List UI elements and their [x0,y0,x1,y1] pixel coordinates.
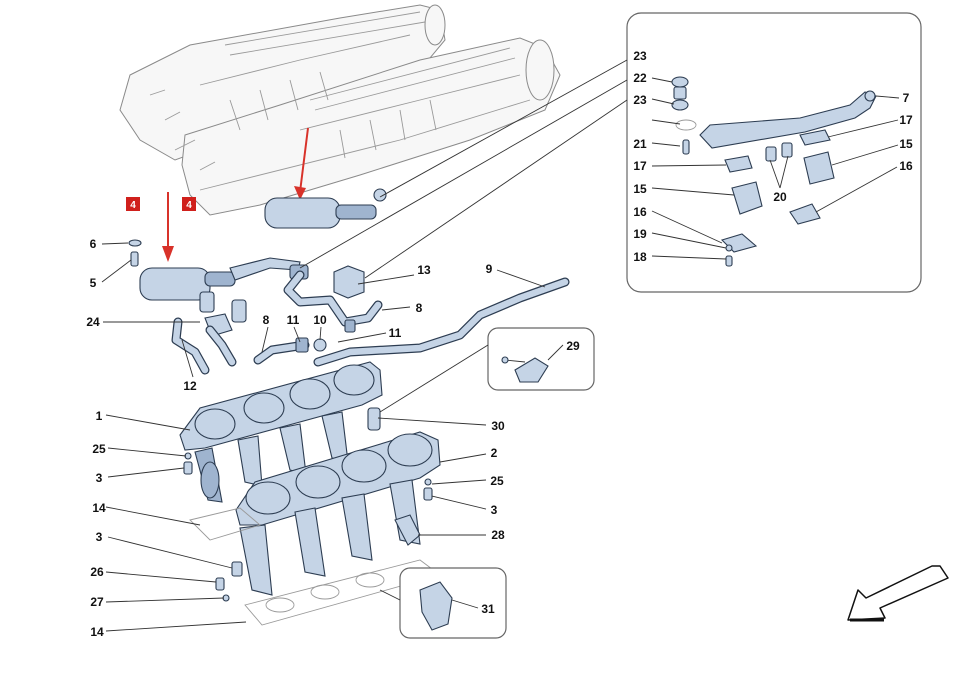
inset-box-31 [399,567,507,639]
callout-19: 19 [633,227,647,241]
callout-24: 24 [86,315,100,329]
marker-4b-label: 4 [186,200,192,211]
callout-15a: 15 [633,182,647,196]
callout-20: 20 [773,190,787,204]
detail-box [626,12,922,293]
callout-labels: 6 5 24 12 8 11 10 11 8 13 9 29 1 25 3 14… [86,49,913,639]
leader-lines [101,59,900,632]
callout-31: 31 [481,602,495,616]
inset-box-29 [487,327,595,391]
intake-manifold-upper [179,361,383,503]
callout-23a: 23 [633,49,647,63]
callout-13: 13 [417,263,431,277]
callout-23b: 23 [633,93,647,107]
red-indicator-arrows [162,127,309,262]
marker-4b: 4 [182,197,196,211]
callout-8b: 8 [416,301,423,315]
marker-4a: 4 [126,197,140,211]
callout-16b: 16 [899,159,913,173]
callout-14b: 14 [90,625,104,639]
callout-2: 2 [491,446,498,460]
callout-3a: 3 [96,471,103,485]
direction-arrow-icon [847,565,949,622]
callout-9: 9 [486,262,493,276]
marker-4a-label: 4 [130,200,136,211]
callout-11a: 11 [287,313,300,327]
callout-17b: 17 [899,113,913,127]
callout-8a: 8 [263,313,270,327]
hose-set [171,270,570,375]
callout-18: 18 [633,250,647,264]
callout-14a: 14 [92,501,106,515]
callout-21: 21 [633,137,647,151]
callout-11b: 11 [389,326,402,340]
engine-cover-ghost [119,4,561,216]
callout-25b: 25 [490,474,504,488]
callout-3b: 3 [96,530,103,544]
callout-25a: 25 [92,442,106,456]
callout-28: 28 [491,528,505,542]
callout-16a: 16 [633,205,647,219]
intake-manifold-lower [235,431,441,596]
small-fixings [183,407,433,602]
callout-10: 10 [313,313,327,327]
callout-7: 7 [903,91,910,105]
callout-5: 5 [90,276,97,290]
callout-15b: 15 [899,137,913,151]
callout-3c: 3 [491,503,498,517]
callout-30: 30 [491,419,505,433]
callout-12: 12 [183,379,197,393]
callout-6: 6 [90,237,97,251]
callout-22: 22 [633,71,647,85]
upper-actuator-assembly [128,188,387,337]
callout-17a: 17 [633,159,647,173]
callout-1: 1 [96,409,103,423]
callout-26: 26 [90,565,104,579]
callout-27: 27 [90,595,104,609]
callout-29: 29 [566,339,580,353]
